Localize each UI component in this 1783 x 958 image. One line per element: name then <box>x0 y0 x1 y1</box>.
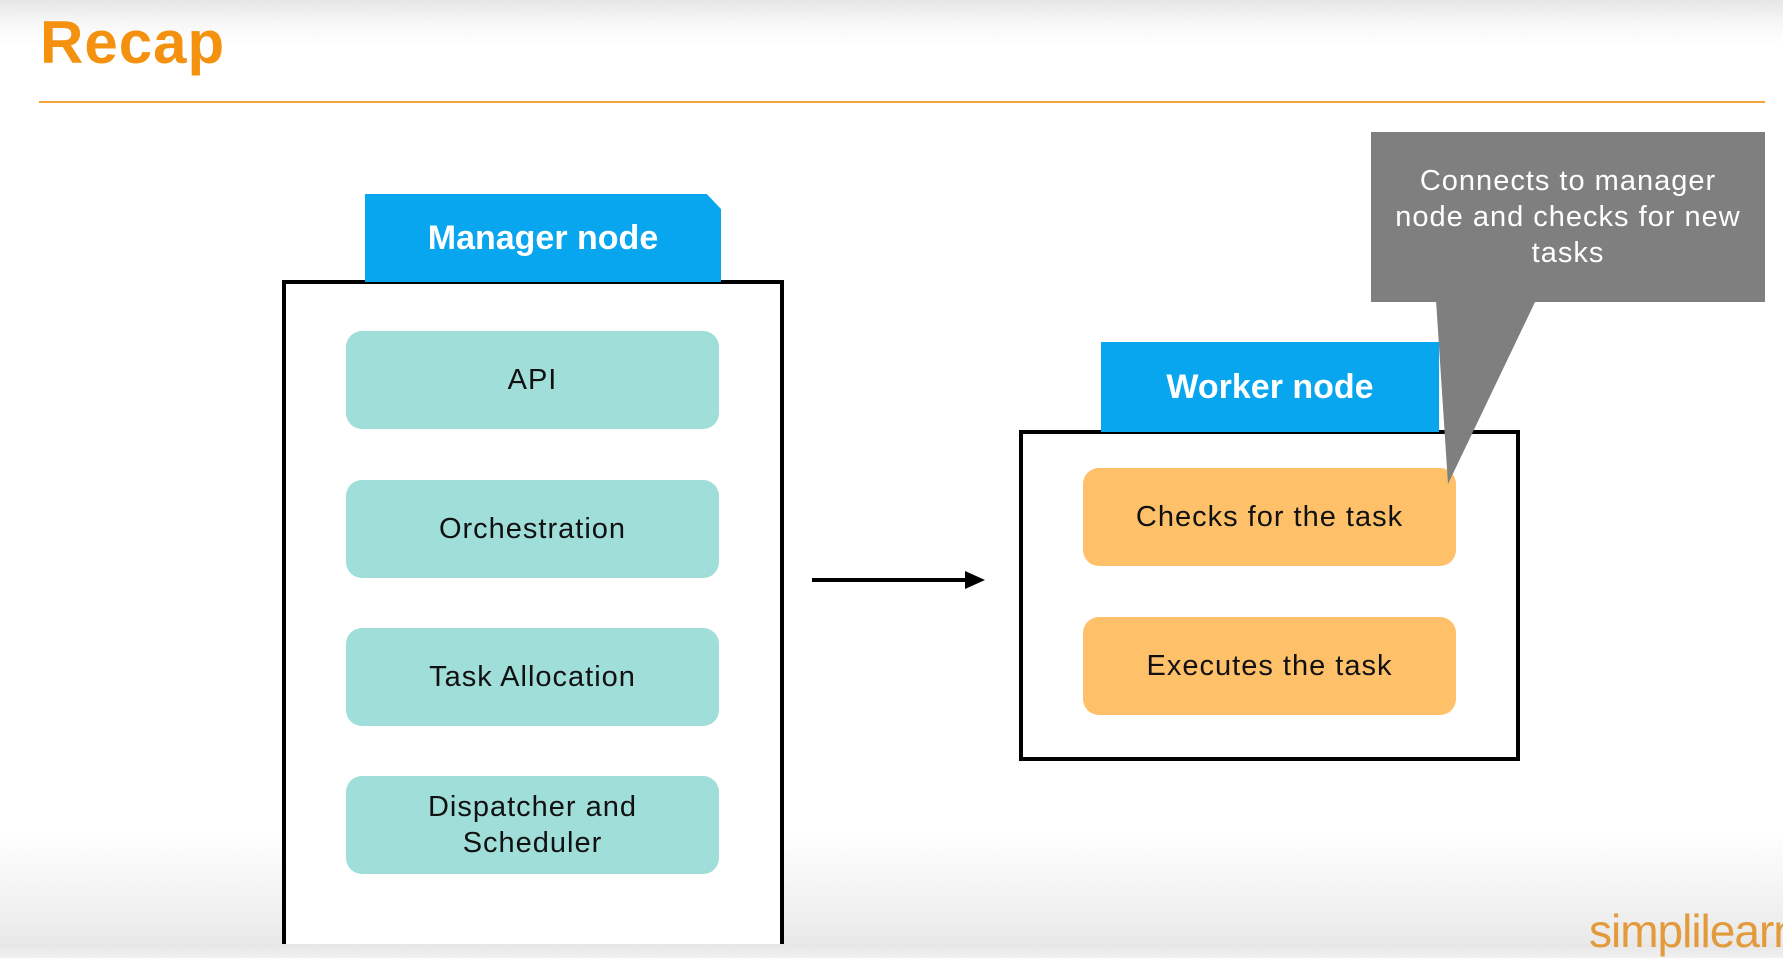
manager-component-orchestration: Orchestration <box>346 480 719 578</box>
callout-box: Connects to manager node and checks for … <box>1371 132 1765 302</box>
manager-node-label: Manager node <box>365 194 721 282</box>
title-divider <box>39 101 1765 103</box>
manager-component-task-allocation: Task Allocation <box>346 628 719 726</box>
callout-pointer <box>1436 300 1536 484</box>
slide-title: Recap <box>40 9 226 76</box>
worker-node-label: Worker node <box>1101 342 1439 432</box>
manager-to-worker-arrow <box>812 571 985 589</box>
manager-component-api: API <box>346 331 719 429</box>
brand-logo: simplilearn <box>1589 905 1783 957</box>
worker-component-executes: Executes the task <box>1083 617 1456 715</box>
worker-component-checks: Checks for the task <box>1083 468 1456 566</box>
manager-component-dispatcher-scheduler: Dispatcher and Scheduler <box>346 776 719 874</box>
